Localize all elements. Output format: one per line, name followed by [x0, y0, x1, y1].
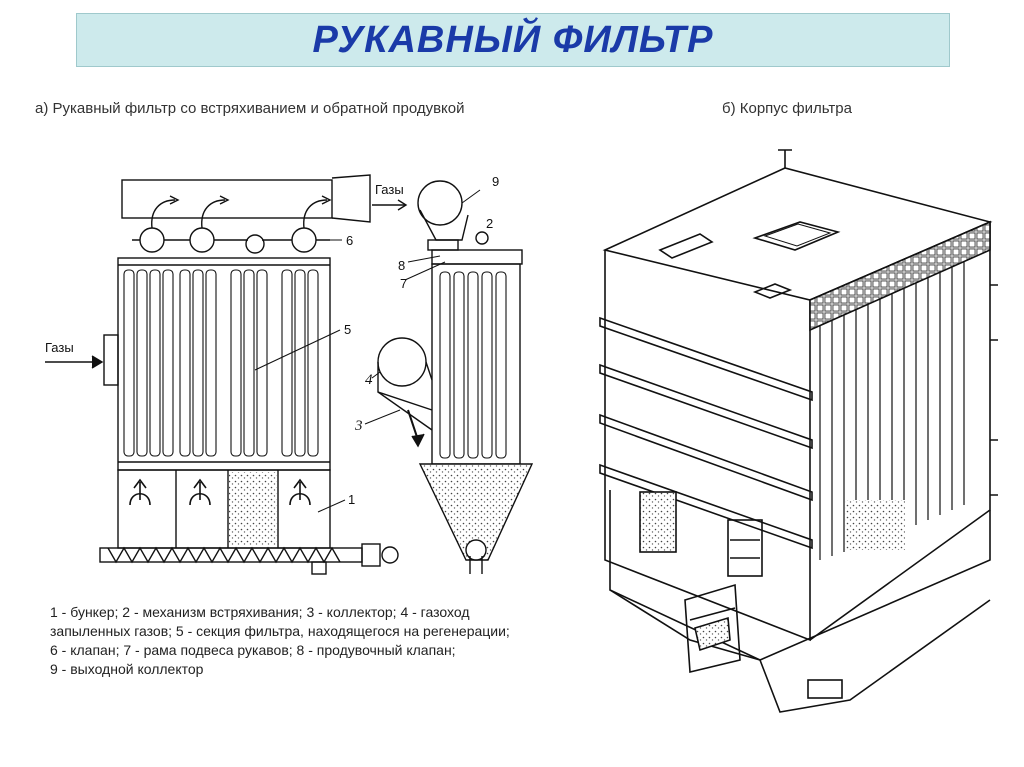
- label-gases-in: Газы: [45, 340, 74, 355]
- page-title: РУКАВНЫЙ ФИЛЬТР: [312, 18, 714, 61]
- legend-line: 6 - клапан; 7 - рама подвеса рукавов; 8 …: [50, 642, 456, 658]
- casing-isometric-drawing: [599, 149, 998, 713]
- legend-line: 1 - бункер; 2 - механизм встряхивания; 3…: [50, 604, 470, 620]
- legend-line: запыленных газов; 5 - секция фильтра, на…: [50, 623, 510, 639]
- label-7: 7: [400, 276, 407, 291]
- front-view-drawing: [45, 174, 408, 575]
- caption-b: б) Корпус фильтра: [722, 100, 852, 117]
- side-view-drawing: [364, 180, 534, 574]
- label-gases-out: Газы: [375, 182, 404, 197]
- label-3: 3: [354, 418, 363, 434]
- label-5: 5: [344, 322, 351, 337]
- caption-a: а) Рукавный фильтр со встряхиванием и об…: [35, 100, 465, 117]
- legend-line: 9 - выходной коллектор: [50, 661, 204, 677]
- label-9: 9: [492, 174, 499, 189]
- legend: 1 - бункер; 2 - механизм встряхивания; 3…: [50, 603, 590, 679]
- label-6: 6: [346, 233, 353, 248]
- title-banner: РУКАВНЫЙ ФИЛЬТР: [76, 13, 950, 67]
- label-1: 1: [348, 492, 355, 507]
- label-2: 2: [486, 216, 493, 231]
- label-8: 8: [398, 258, 405, 273]
- label-4: 4: [365, 372, 373, 388]
